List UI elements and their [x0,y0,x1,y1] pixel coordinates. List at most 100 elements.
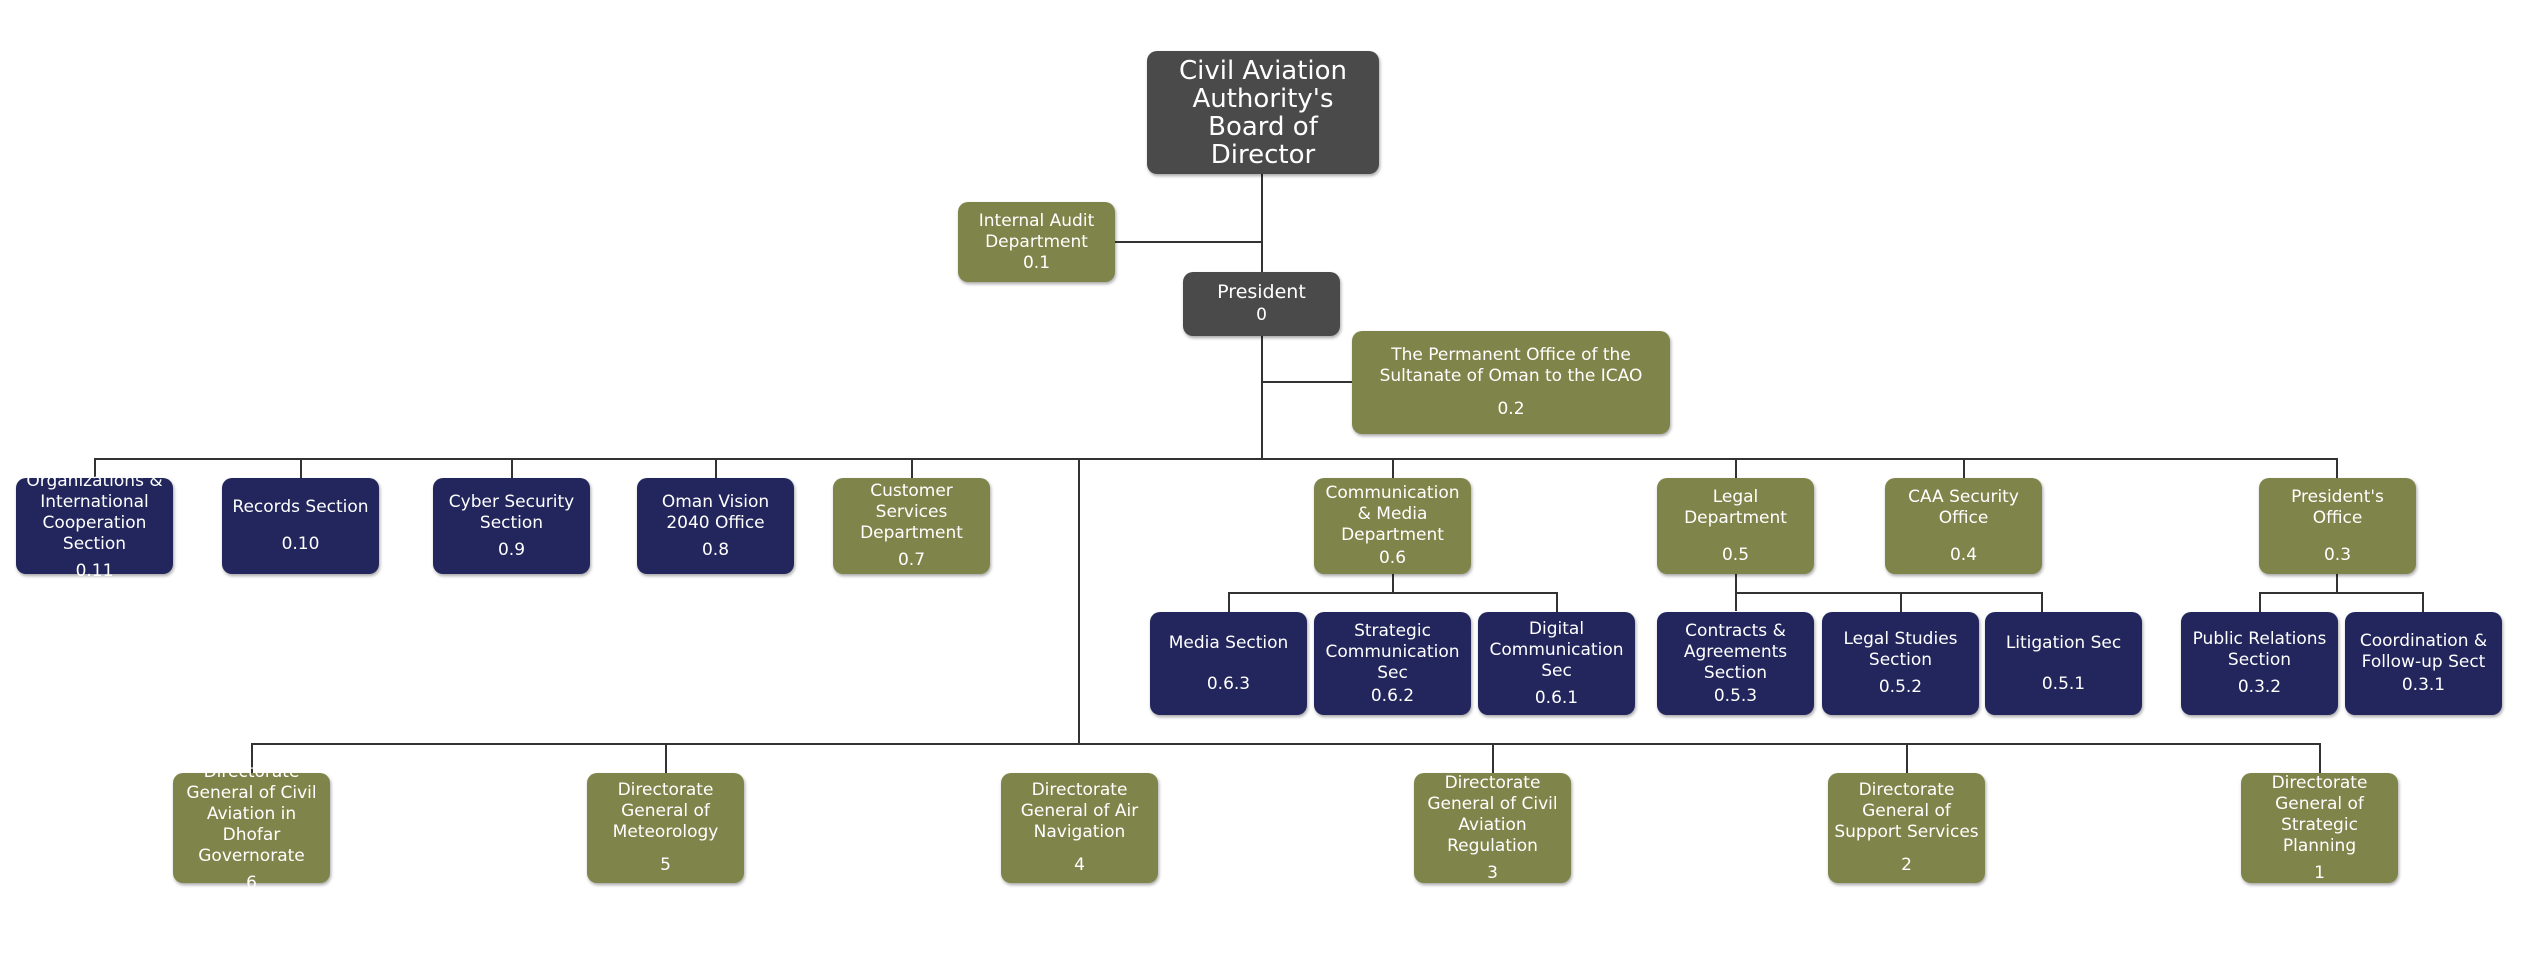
coordination-followup-node[interactable]: Coordination & Follow-up Sect 0.3.1 [2345,612,2502,715]
node-label: The Permanent Office of the Sultanate of… [1379,345,1643,386]
node-code: 0.9 [497,539,526,560]
node-code: 5 [660,855,671,875]
node-code: 0.8 [701,539,730,560]
node-label: Records Section [232,497,369,517]
president-node[interactable]: President 0 [1183,272,1340,336]
connector-line [251,743,2321,745]
connector-line [2422,592,2424,612]
records-section-node[interactable]: Records Section 0.10 [222,478,379,574]
connector-line [94,458,96,478]
node-label: Cyber Security Section [448,491,575,533]
node-code: 0.11 [75,560,114,581]
node-label: Directorate General of Strategic Plannin… [2271,772,2368,856]
connector-line [1392,573,1394,593]
connector-line [1906,743,1908,773]
media-section-node[interactable]: Media Section 0.6.3 [1150,612,1307,715]
oman-vision-node[interactable]: Oman Vision 2040 Office 0.8 [637,478,794,574]
public-relations-node[interactable]: Public Relations Section 0.3.2 [2181,612,2338,715]
node-code: 0.6.2 [1370,685,1415,706]
node-label: Directorate General of Air Navigation [1020,780,1139,842]
dg-meteorology-node[interactable]: Directorate General of Meteorology 5 [587,773,744,883]
strategic-communication-node[interactable]: Strategic Communication Sec 0.6.2 [1314,612,1471,715]
legal-studies-node[interactable]: Legal Studies Section 0.5.2 [1822,612,1979,715]
node-label: Media Section [1168,632,1289,653]
communication-media-node[interactable]: Communication & Media Department 0.6 [1314,478,1471,574]
node-label: Digital Communication Sec [1489,618,1624,681]
connector-line [1900,592,1902,612]
presidents-office-node[interactable]: President's Office 0.3 [2259,478,2416,574]
connector-line [1261,381,1352,383]
org-intl-cooperation-node[interactable]: Organizations & International Cooperatio… [16,471,173,581]
node-label: Oman Vision 2040 Office [661,491,770,533]
node-label: Directorate General of Support Services [1834,780,1979,842]
dg-support-services-node[interactable]: Directorate General of Support Services … [1828,773,1985,883]
connector-line [300,458,302,478]
node-label: Directorate General of Meteorology [612,780,719,842]
icao-office-node[interactable]: The Permanent Office of the Sultanate of… [1352,331,1670,434]
connector-line [665,743,667,773]
node-code: 0.3.2 [2237,677,2282,697]
node-code: 0.6 [1378,548,1407,568]
node-label: President [1217,281,1306,303]
node-code: 0.7 [897,550,926,570]
connector-line [2259,592,2261,612]
node-code: 0.6.1 [1534,687,1579,708]
cyber-security-node[interactable]: Cyber Security Section 0.9 [433,478,590,574]
contracts-agreements-node[interactable]: Contracts & Agreements Section 0.5.3 [1657,612,1814,715]
connector-line [1735,458,1737,478]
node-label: Directorate General of Civil Aviation in… [186,762,317,866]
connector-line [2319,743,2321,773]
connector-line [715,458,717,478]
node-label: Directorate General of Civil Aviation Re… [1427,772,1558,856]
node-label: Civil Aviation Authority's Board of Dire… [1178,55,1348,170]
node-code: 1 [2314,862,2325,883]
node-code: 0.10 [281,534,320,554]
node-code: 0 [1256,305,1267,325]
node-code: 0.2 [1497,399,1525,419]
node-code: 6 [246,873,257,893]
legal-department-node[interactable]: Legal Department 0.5 [1657,478,1814,574]
connector-line [511,458,513,478]
dg-strategic-planning-node[interactable]: Directorate General of Strategic Plannin… [2241,773,2398,883]
connector-line [1228,592,1558,594]
node-code: 0.4 [1949,544,1978,565]
node-code: 3 [1487,862,1498,883]
node-label: Internal Audit Department [978,210,1095,252]
node-code: 0.5.2 [1878,677,1923,697]
litigation-node[interactable]: Litigation Sec 0.5.1 [1985,612,2142,715]
connector-line [1115,241,1263,243]
connector-line [1963,458,1965,478]
connector-line [251,743,253,773]
node-label: Legal Studies Section [1843,629,1958,670]
node-label: President's Office [2291,486,2384,528]
node-code: 4 [1074,855,1085,875]
node-code: 0.1 [1022,252,1051,273]
connector-line [94,458,2338,460]
node-code: 2 [1901,855,1912,875]
connector-line [1078,458,1080,744]
node-label: Coordination & Follow-up Sect [2359,631,2488,672]
node-label: Communication & Media Department [1325,483,1460,545]
connector-line [2259,592,2424,594]
connector-line [1228,592,1230,612]
customer-services-node[interactable]: Customer Services Department 0.7 [833,478,990,574]
board-of-director-node[interactable]: Civil Aviation Authority's Board of Dire… [1147,51,1379,174]
caa-security-node[interactable]: CAA Security Office 0.4 [1885,478,2042,574]
connector-line [1556,592,1558,612]
connector-line [2041,592,2043,612]
internal-audit-node[interactable]: Internal Audit Department 0.1 [958,202,1115,282]
node-label: Legal Department [1684,486,1787,528]
node-label: CAA Security Office [1908,486,2019,528]
connector-line [1735,592,2043,594]
node-code: 0.6.3 [1206,673,1251,694]
dg-dhofar-node[interactable]: Directorate General of Civil Aviation in… [173,762,330,893]
dg-regulation-node[interactable]: Directorate General of Civil Aviation Re… [1414,773,1571,883]
connector-line [911,458,913,478]
node-label: Customer Services Department [860,481,963,543]
digital-communication-node[interactable]: Digital Communication Sec 0.6.1 [1478,612,1635,715]
node-label: Public Relations Section [2192,629,2327,670]
node-code: 0.5.1 [2041,673,2086,694]
dg-air-navigation-node[interactable]: Directorate General of Air Navigation 4 [1001,773,1158,883]
connector-line [2336,573,2338,593]
